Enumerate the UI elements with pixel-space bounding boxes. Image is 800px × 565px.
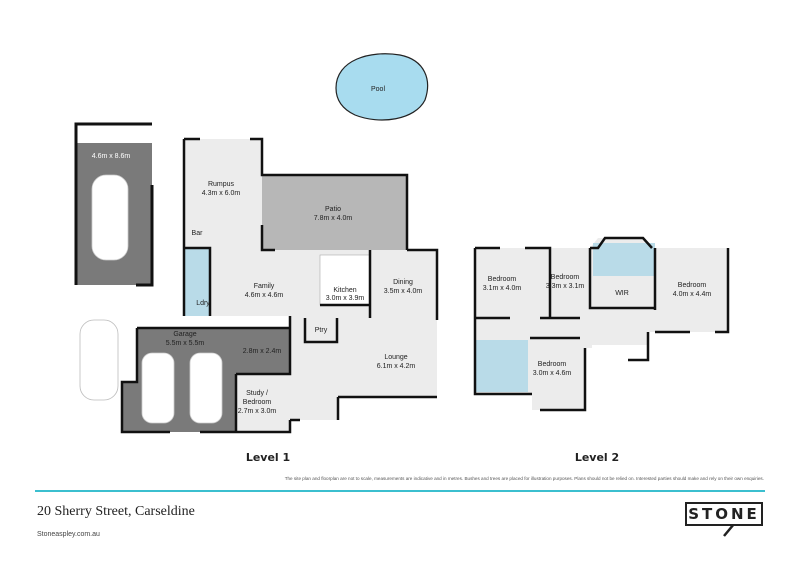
bedroom1-label: Bedroom xyxy=(488,276,517,283)
bedroom2-size: 3.3m x 3.1m xyxy=(546,283,585,290)
dining-label: Dining xyxy=(393,279,413,286)
patio-size: 7.8m x 4.0m xyxy=(314,215,353,222)
bedroom3-label: Bedroom xyxy=(678,282,707,289)
carport xyxy=(74,122,154,287)
bar-label: Bar xyxy=(192,230,204,237)
pool xyxy=(335,53,429,121)
level1-title: Level 1 xyxy=(246,451,290,464)
level2-plan xyxy=(473,236,730,412)
store-size: 2.8m x 2.4m xyxy=(243,348,282,355)
kitchen-label: Kitchen xyxy=(333,287,356,294)
bedroom3-size: 4.0m x 4.4m xyxy=(673,291,712,298)
level2-title: Level 2 xyxy=(575,451,619,464)
bedroom1-size: 3.1m x 4.0m xyxy=(483,285,522,292)
pool-label: Pool xyxy=(371,86,385,93)
car-icon xyxy=(91,174,129,261)
garage-size: 5.5m x 5.5m xyxy=(166,340,205,347)
garage-label: Garage xyxy=(173,331,196,338)
property-address: 20 Sherry Street, Carseldine xyxy=(37,504,195,519)
bedroom4-label: Bedroom xyxy=(538,361,567,368)
study-label-2: Bedroom xyxy=(243,399,272,406)
laundry xyxy=(184,288,210,316)
wir-label: WIR xyxy=(615,290,629,297)
kitchen-size: 3.0m x 3.9m xyxy=(326,295,365,302)
disclaimer: The site plan and floorplan are not to s… xyxy=(284,476,764,481)
study-size: 2.7m x 3.0m xyxy=(238,408,277,415)
patio xyxy=(262,175,407,250)
study-label: Study / xyxy=(246,390,268,397)
website-link[interactable]: Stoneaspley.com.au xyxy=(37,531,100,538)
family-label: Family xyxy=(254,283,275,290)
bedroom2-label: Bedroom xyxy=(551,274,580,281)
carport-size: 4.6m x 8.6m xyxy=(92,153,131,160)
rumpus-label: Rumpus xyxy=(208,181,235,188)
divider xyxy=(35,490,765,492)
lounge-size: 6.1m x 4.2m xyxy=(377,363,416,370)
family-size: 4.6m x 4.6m xyxy=(245,292,284,299)
dining-size: 3.5m x 4.0m xyxy=(384,288,423,295)
level1-plan xyxy=(79,137,439,434)
lounge-label: Lounge xyxy=(384,354,407,361)
patio-label: Patio xyxy=(325,206,341,213)
pantry-label: Ptry xyxy=(315,327,328,334)
logo-speech-tail xyxy=(723,524,736,537)
rumpus-size: 4.3m x 6.0m xyxy=(202,190,241,197)
laundry-label: Ldry xyxy=(196,300,210,307)
stone-logo: STONE xyxy=(685,502,763,526)
bedroom4-size: 3.0m x 4.6m xyxy=(533,370,572,377)
bathroom xyxy=(184,248,210,288)
